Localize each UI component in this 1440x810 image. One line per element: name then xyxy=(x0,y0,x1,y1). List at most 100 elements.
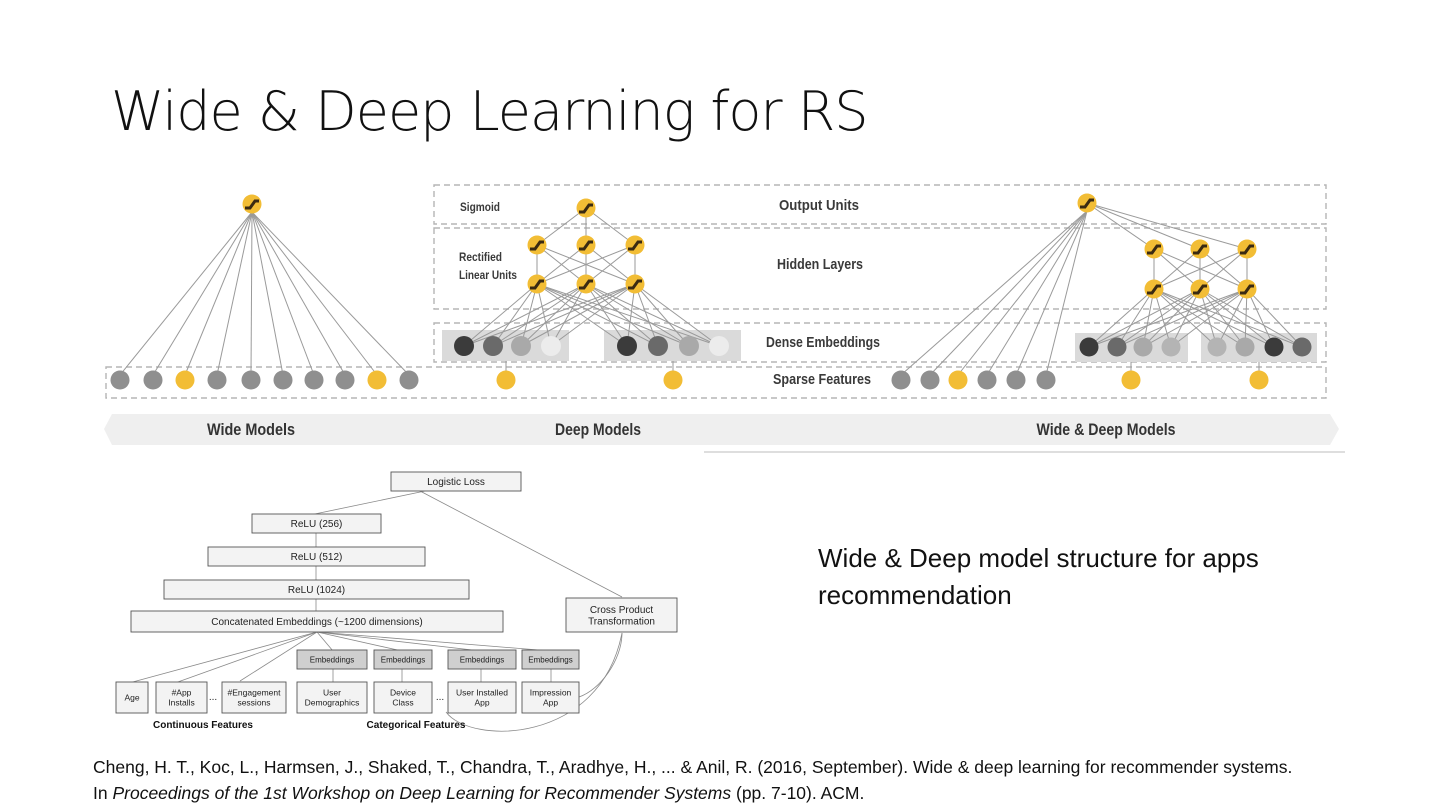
connection-line xyxy=(536,283,659,347)
sparse-feature-node xyxy=(1121,370,1141,390)
activation-icon xyxy=(1240,284,1254,295)
cross-product-curve xyxy=(578,632,623,698)
connection-line xyxy=(1142,288,1155,348)
model-label: Wide Models xyxy=(207,420,295,439)
activation-icon xyxy=(1193,244,1207,255)
categorical-feature-text: User xyxy=(323,687,341,697)
ellipsis: ... xyxy=(436,692,444,703)
activation-icon xyxy=(1080,198,1094,209)
dense-embedding-node xyxy=(541,336,561,356)
connection-line xyxy=(536,283,552,347)
sparse-feature-node xyxy=(367,370,387,390)
model-type-banner xyxy=(104,414,1339,445)
continuous-feature-text: #Engagement xyxy=(228,687,282,697)
sparse-feature-node xyxy=(920,370,940,390)
connection-line xyxy=(520,283,538,347)
relu-256: ReLU (256) xyxy=(251,513,382,534)
embeddings-text: Embeddings xyxy=(381,655,425,664)
cross-product-transformation-box xyxy=(565,597,678,633)
sparse-feature-node xyxy=(663,370,683,390)
connection-line xyxy=(520,283,636,347)
connection-line xyxy=(1199,248,1248,290)
continuous-feature-text: Age xyxy=(124,692,139,702)
sigmoid-output-unit xyxy=(242,194,262,214)
logistic-loss-text: Logistic Loss xyxy=(427,477,485,488)
connection-line xyxy=(585,283,720,347)
categorical-feature-text: Class xyxy=(392,697,413,707)
connection-line xyxy=(550,283,636,347)
sparse-feature-node xyxy=(496,370,516,390)
categorical-feature-box xyxy=(373,681,433,714)
dense-embeddings-label: Dense Embeddings xyxy=(766,334,880,351)
connection-line xyxy=(1153,288,1246,348)
continuous-feature: Age xyxy=(115,681,149,714)
dense-embedding-node xyxy=(709,336,729,356)
sparse-feature-node xyxy=(304,370,324,390)
embeddings-box xyxy=(296,649,368,670)
dense-embeddings-frame xyxy=(433,322,1327,363)
relu-hidden-unit xyxy=(576,274,596,294)
connection-line xyxy=(1088,288,1155,348)
embeddings-box xyxy=(373,649,433,670)
sparse-feature-node xyxy=(110,370,130,390)
activation-icon xyxy=(1147,284,1161,295)
connection-line xyxy=(119,211,253,376)
connection-line xyxy=(463,283,587,347)
activation-icon xyxy=(245,199,259,210)
connection-line xyxy=(251,211,346,376)
categorical-feature-box xyxy=(521,681,580,714)
connection-line xyxy=(492,283,636,347)
categorical-feature-text: Device xyxy=(390,687,416,697)
connection-line xyxy=(251,211,378,376)
connection-line xyxy=(1086,202,1248,250)
relu-label-line2: Linear Units xyxy=(459,268,517,282)
dense-embedding-node xyxy=(483,336,503,356)
connection-line xyxy=(250,211,253,376)
connection-line xyxy=(152,211,253,376)
relu-hidden-unit xyxy=(625,235,645,255)
connection-line xyxy=(536,207,587,246)
connection-line xyxy=(520,283,587,347)
concatenated-embeddings-text: Concatenated Embeddings (~1200 dimension… xyxy=(211,617,423,628)
continuous-feature-text: sessions xyxy=(237,697,270,707)
sparse-feature-node xyxy=(948,370,968,390)
connection-line xyxy=(1153,288,1303,348)
embeddings-text: Embeddings xyxy=(310,655,354,664)
architecture-line xyxy=(316,631,334,652)
architecture-line xyxy=(316,631,403,652)
activation-icon xyxy=(579,203,593,214)
dense-embedding-node xyxy=(679,336,699,356)
dense-embedding-node xyxy=(454,336,474,356)
connection-line xyxy=(1088,288,1201,348)
connection-line xyxy=(1086,202,1201,250)
output-units-frame xyxy=(433,184,1327,225)
concatenated-embeddings: Concatenated Embeddings (~1200 dimension… xyxy=(130,610,504,633)
categorical-feature-text: User Installed xyxy=(456,687,508,697)
categorical-feature-text: App xyxy=(474,697,489,707)
relu-hidden-unit xyxy=(527,274,547,294)
relu-hidden-unit xyxy=(1190,279,1210,299)
sparse-feature-node xyxy=(1036,370,1056,390)
connection-line xyxy=(634,283,659,347)
relu-hidden-unit xyxy=(1190,239,1210,259)
sparse-feature-node xyxy=(977,370,997,390)
categorical-feature-text: Impression xyxy=(530,687,572,697)
sparse-feature-node xyxy=(1006,370,1026,390)
diagram-caption: Wide & Deep model structure for apps rec… xyxy=(818,543,1259,610)
relu-hidden-unit xyxy=(1237,239,1257,259)
continuous-feature-text: #App xyxy=(172,687,192,697)
citation-line-1: Cheng, H. T., Koc, L., Harmsen, J., Shak… xyxy=(93,757,1293,777)
sparse-features-label: Sparse Features xyxy=(773,371,871,388)
dense-embedding-node xyxy=(1292,337,1312,357)
connection-line xyxy=(550,283,587,347)
dense-embedding-node xyxy=(648,336,668,356)
sparse-feature-node xyxy=(335,370,355,390)
connection-line xyxy=(536,283,690,347)
connection-line xyxy=(251,211,284,376)
activation-icon xyxy=(1193,284,1207,295)
connection-line xyxy=(463,283,636,347)
